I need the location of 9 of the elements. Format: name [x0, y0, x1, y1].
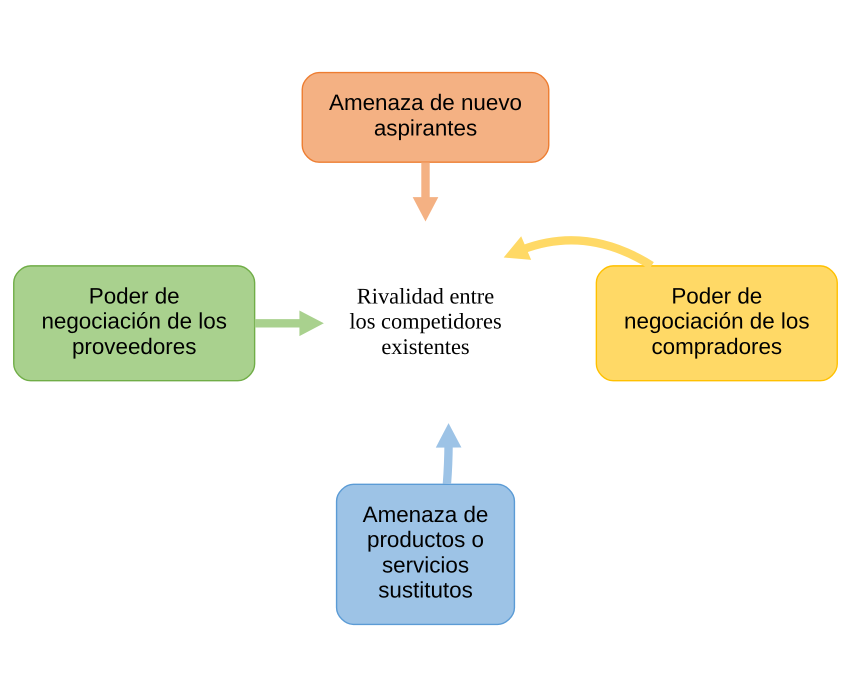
node-box: Poder de negociación de los compradores [596, 264, 838, 381]
arrow [504, 236, 654, 269]
arrow [436, 422, 462, 484]
node-box: Amenaza de productos o servicios sustitutos [336, 483, 516, 625]
node-text: Rivalidad entre los competidores existentes [349, 282, 502, 358]
node-box: Poder de negociación de los proveedores [13, 264, 256, 381]
arrow [412, 162, 438, 222]
arrow [254, 310, 324, 336]
node-box: Amenaza de nuevo aspirantes [302, 71, 550, 162]
